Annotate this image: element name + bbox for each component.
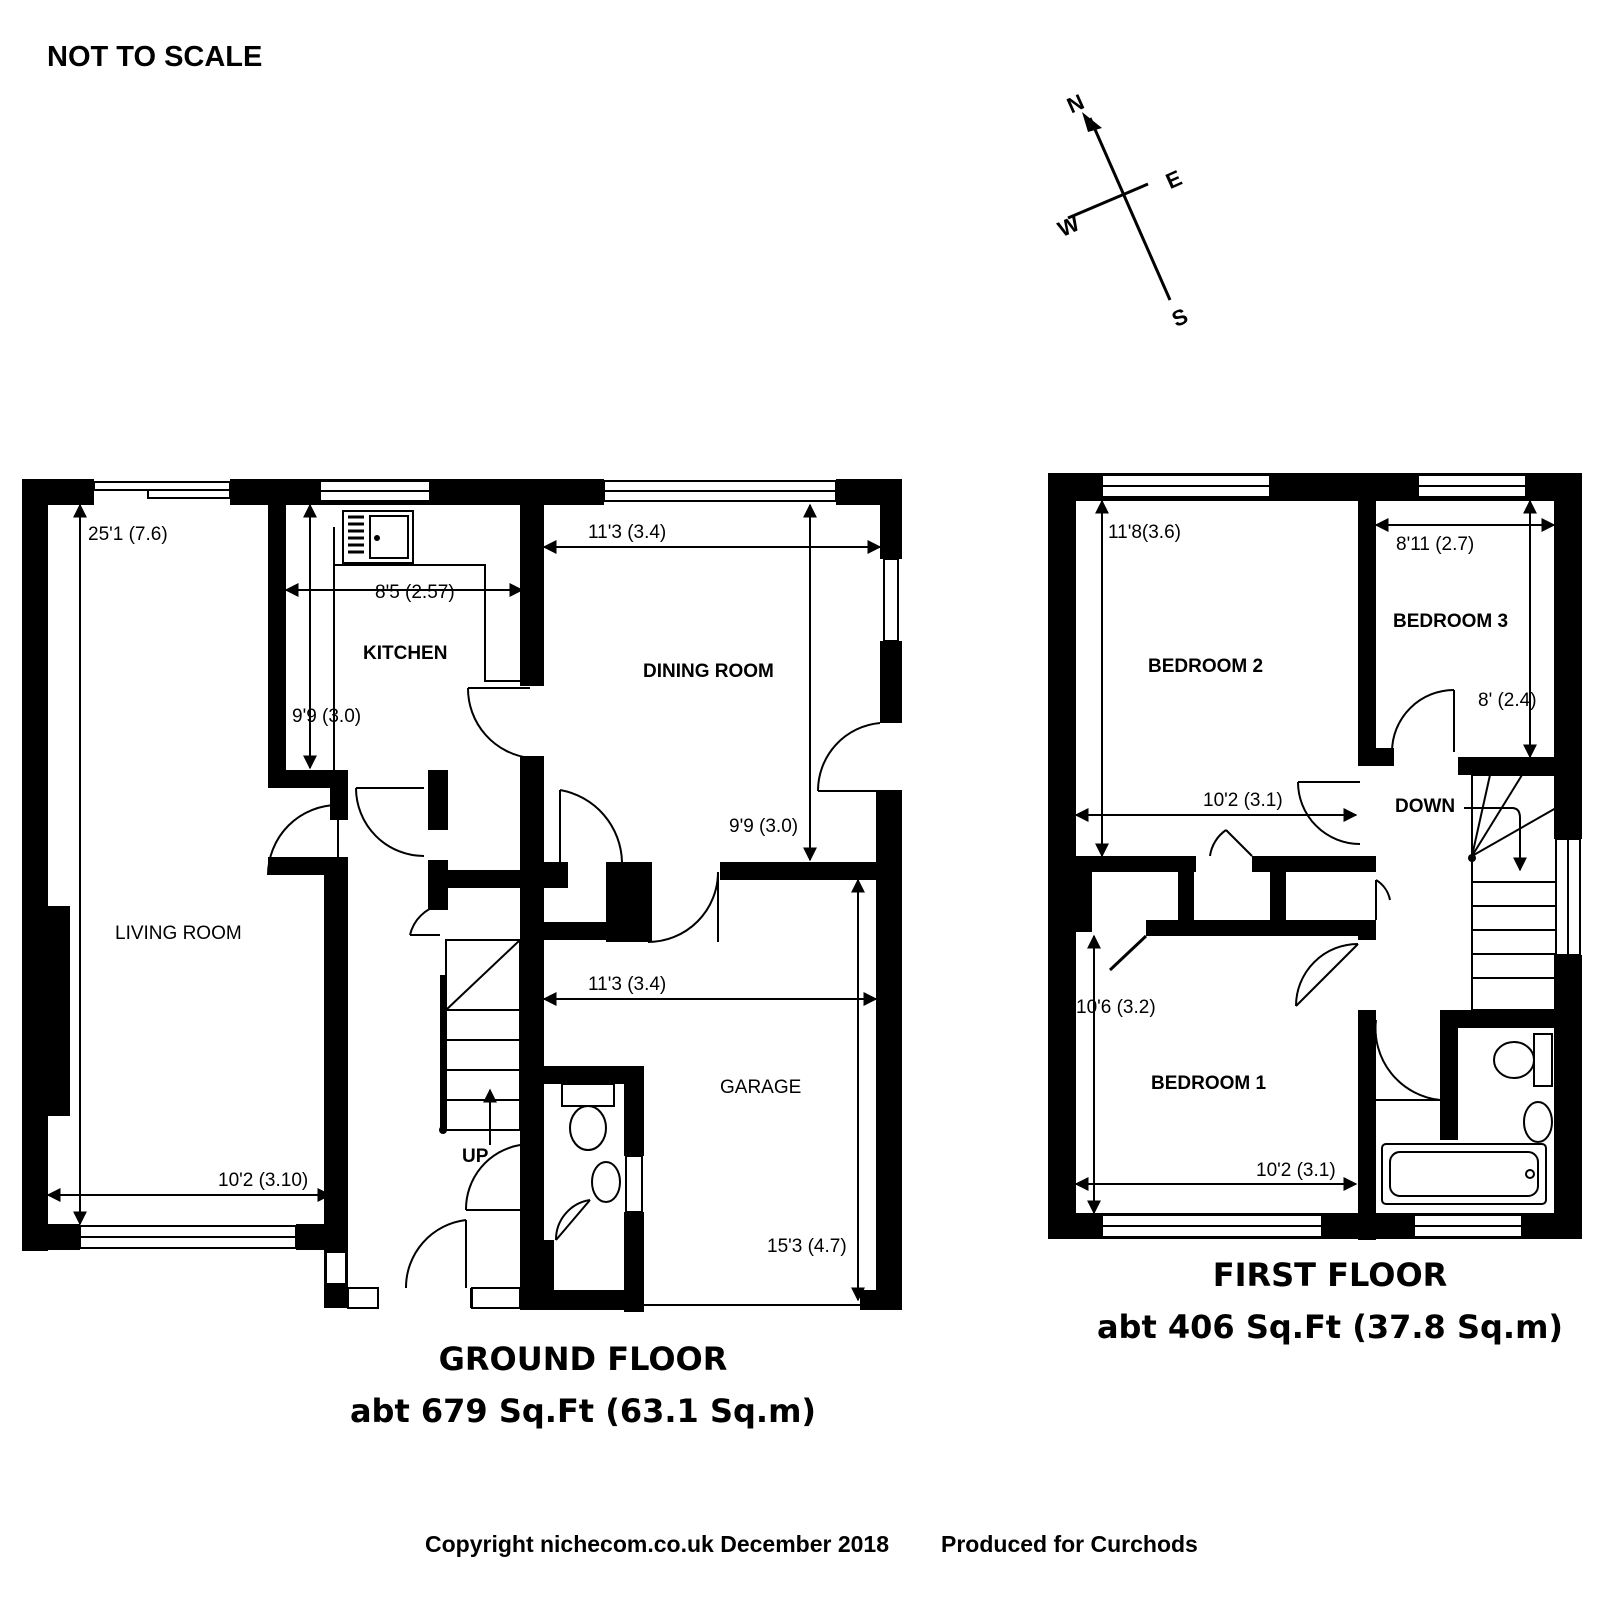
garage-length-dim: 15'3 (4.7) bbox=[767, 1236, 847, 1257]
compass-icon: N E W S bbox=[1054, 89, 1192, 332]
first-floor-area: abt 406 Sq.Ft (37.8 Sq.m) bbox=[1097, 1308, 1563, 1346]
living-width-dim: 10'2 (3.10) bbox=[218, 1170, 308, 1191]
first-floor-plan bbox=[1048, 473, 1582, 1240]
garage-label: GARAGE bbox=[720, 1077, 801, 1098]
copyright-text: Copyright nichecom.co.uk December 2018 bbox=[425, 1531, 889, 1557]
bed2-length-dim: 11'8(3.6) bbox=[1108, 522, 1181, 543]
bedroom1-label: BEDROOM 1 bbox=[1151, 1073, 1267, 1094]
bed3-width-dim: 8'11 (2.7) bbox=[1396, 534, 1474, 555]
first-floor-title: FIRST FLOOR bbox=[1213, 1256, 1448, 1294]
ground-floor-area: abt 679 Sq.Ft (63.1 Sq.m) bbox=[350, 1392, 816, 1430]
kitchen-length-dim: 9'9 (3.0) bbox=[292, 706, 361, 727]
stairs-down-label: DOWN bbox=[1395, 796, 1455, 817]
dining-room-label: DINING ROOM bbox=[643, 661, 774, 682]
garage-width-dim: 11'3 (3.4) bbox=[588, 974, 666, 995]
compass-w: W bbox=[1054, 211, 1083, 242]
living-length-dim: 25'1 (7.6) bbox=[88, 524, 168, 545]
stairs-up-label: UP bbox=[462, 1146, 489, 1167]
bedroom3-label: BEDROOM 3 bbox=[1393, 611, 1508, 632]
ground-floor-plan bbox=[22, 479, 902, 1312]
compass-e: E bbox=[1162, 165, 1186, 194]
bed1-length-dim: 10'6 (3.2) bbox=[1076, 997, 1156, 1018]
dining-length-dim: 9'9 (3.0) bbox=[729, 816, 798, 837]
bed3-length-dim: 8' (2.4) bbox=[1478, 690, 1537, 711]
bed2-width-dim: 10'2 (3.1) bbox=[1203, 790, 1283, 811]
ground-floor-title: GROUND FLOOR bbox=[439, 1340, 728, 1378]
compass-s: S bbox=[1168, 303, 1192, 332]
kitchen-label: KITCHEN bbox=[363, 643, 447, 664]
not-to-scale-label: NOT TO SCALE bbox=[47, 41, 262, 73]
bedroom2-label: BEDROOM 2 bbox=[1148, 656, 1263, 677]
living-room-label: LIVING ROOM bbox=[115, 923, 242, 944]
bed1-width-dim: 10'2 (3.1) bbox=[1256, 1160, 1336, 1181]
kitchen-width-dim: 8'5 (2.57) bbox=[375, 582, 455, 603]
produced-for-text: Produced for Curchods bbox=[941, 1531, 1198, 1557]
dining-width-dim: 11'3 (3.4) bbox=[588, 522, 666, 543]
